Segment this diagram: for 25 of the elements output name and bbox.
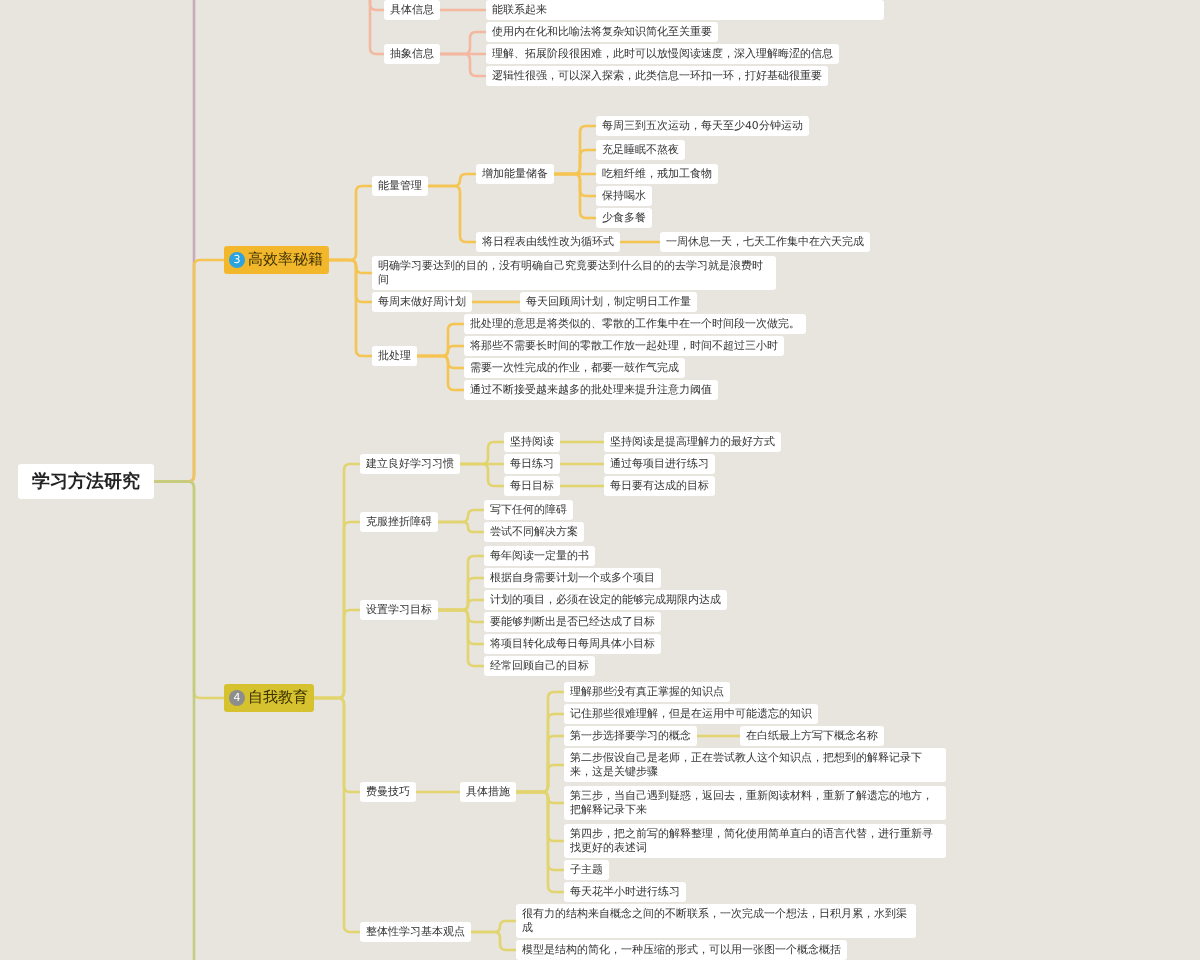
connector-line [417,354,464,392]
connector-line [516,790,564,894]
connector-line [428,184,476,244]
connector-line [560,440,604,444]
connector-line [471,930,516,952]
connector-line [416,790,460,794]
connector-line [460,462,504,488]
connector-line [368,0,384,56]
connector-line [440,8,486,12]
main-topic [224,246,329,274]
connector-line [438,520,484,534]
connector-line [368,0,384,12]
connector-line [697,734,740,738]
connector-line [560,484,604,488]
root-topic: 学习方法研究 [18,464,154,500]
connector-line [438,608,484,668]
connector-line [314,696,360,934]
connector-line [440,52,486,78]
connector-line [554,172,596,220]
connector-line [154,480,196,960]
connector-line [472,300,520,304]
main-topic [224,684,314,712]
connector-line [620,240,660,244]
connector-line [329,258,372,358]
connector-line [560,462,604,466]
